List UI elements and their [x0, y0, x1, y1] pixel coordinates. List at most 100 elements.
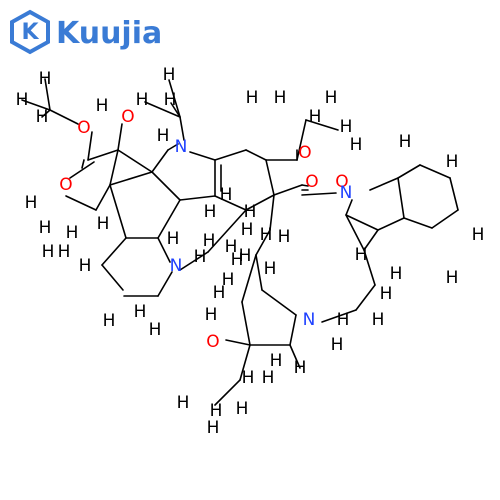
- bond: [397, 177, 405, 219]
- bond: [109, 184, 127, 239]
- bond: [321, 309, 357, 323]
- atom-label-h: H: [222, 270, 235, 290]
- bond: [21, 99, 51, 111]
- bond: [255, 229, 271, 256]
- atom-label-h: H: [167, 229, 180, 249]
- atom-label-h: H: [136, 90, 149, 110]
- bond: [179, 251, 209, 271]
- bond: [345, 199, 353, 216]
- atom-label-h: H: [246, 88, 259, 108]
- atom-label-h: H: [264, 259, 277, 279]
- bond: [269, 194, 275, 231]
- bond: [144, 101, 181, 118]
- atom-label-h: H: [164, 90, 177, 110]
- atom-label-o: O: [206, 332, 219, 352]
- svg-text:K: K: [21, 20, 39, 45]
- atom-label-h: H: [390, 264, 403, 284]
- atom-label-h: H: [203, 231, 216, 251]
- bond: [273, 184, 303, 196]
- atom-label-o: O: [305, 172, 318, 192]
- bond: [41, 109, 51, 118]
- bond: [363, 229, 379, 251]
- atom-label-h: H: [149, 320, 162, 340]
- bond: [168, 79, 181, 118]
- bond: [241, 301, 251, 346]
- atom-label-h: H: [220, 185, 233, 205]
- atom-label-h: H: [97, 214, 110, 234]
- bond: [255, 254, 263, 291]
- atom-label-h: H: [262, 368, 275, 388]
- kuujia-brand-name: Kuujia: [56, 16, 162, 51]
- atom-label-o: O: [59, 175, 72, 195]
- atom-label-h: H: [25, 193, 38, 213]
- bond: [87, 149, 119, 161]
- bond: [157, 199, 181, 239]
- kuujia-logo: K Kuujia: [10, 9, 162, 55]
- atom-label-h: H: [325, 88, 338, 108]
- atom-label-h: H: [337, 310, 350, 330]
- atom-label-h: H: [331, 335, 344, 355]
- atom-label-h: H: [355, 245, 368, 265]
- bond: [69, 161, 95, 179]
- bond: [363, 249, 376, 286]
- bond-layer: [21, 78, 459, 406]
- atom-label-h: H: [446, 152, 459, 172]
- bond: [289, 344, 301, 369]
- bond: [397, 164, 421, 179]
- atom-label-h: H: [194, 247, 207, 267]
- bond: [305, 119, 339, 131]
- bond: [95, 184, 111, 211]
- atom-label-h: H: [134, 302, 147, 322]
- atom-label-h: H: [225, 237, 238, 257]
- atom-label-n: N: [175, 137, 188, 157]
- bond: [345, 214, 379, 231]
- atom-label-h: H: [103, 311, 116, 331]
- bond: [65, 195, 97, 211]
- atom-label-h: H: [350, 135, 363, 155]
- atom-label-h: H: [177, 393, 190, 413]
- bond: [245, 149, 267, 161]
- atom-label-n: N: [170, 256, 183, 276]
- atom-label-h: H: [16, 90, 29, 110]
- atom-label-h: H: [213, 283, 226, 303]
- bond: [179, 116, 185, 141]
- atom-label-h: H: [372, 310, 385, 330]
- atom-label-h: H: [380, 284, 393, 304]
- bond: [214, 149, 247, 161]
- atom-label-h: H: [274, 88, 287, 108]
- atom-label-h: H: [309, 107, 322, 127]
- atom-label-h: H: [294, 358, 307, 378]
- bond: [239, 344, 251, 381]
- bond: [117, 123, 123, 151]
- atom-label-h: H: [239, 246, 252, 266]
- kuujia-logo-mark: K: [10, 9, 50, 55]
- bond: [151, 149, 169, 173]
- atom-label-h: H: [96, 96, 109, 116]
- atom-label-o: O: [121, 107, 134, 127]
- atom-label-h: H: [36, 107, 49, 127]
- bond: [157, 271, 173, 297]
- atom-label-h: H: [472, 225, 485, 245]
- atom-label-h: H: [42, 242, 55, 262]
- atom-label-h: H: [39, 69, 52, 89]
- bond: [301, 192, 337, 196]
- bond: [265, 159, 275, 196]
- bond: [355, 284, 376, 311]
- atom-label-h: H: [157, 126, 170, 146]
- bond: [109, 149, 119, 186]
- bond: [49, 109, 79, 125]
- bond: [225, 339, 251, 346]
- atom-label-h: H: [242, 368, 255, 388]
- atom-label-h: H: [399, 132, 412, 152]
- bond: [81, 159, 85, 169]
- bond: [101, 237, 127, 266]
- atom-label-h: H: [278, 227, 291, 247]
- bond: [369, 177, 399, 191]
- atom-label-h: H: [39, 218, 52, 238]
- atom-label-o: O: [77, 118, 90, 138]
- atom-label-h: H: [340, 117, 353, 137]
- bond: [189, 151, 216, 161]
- bond: [44, 78, 51, 111]
- atom-label-h: H: [79, 256, 92, 276]
